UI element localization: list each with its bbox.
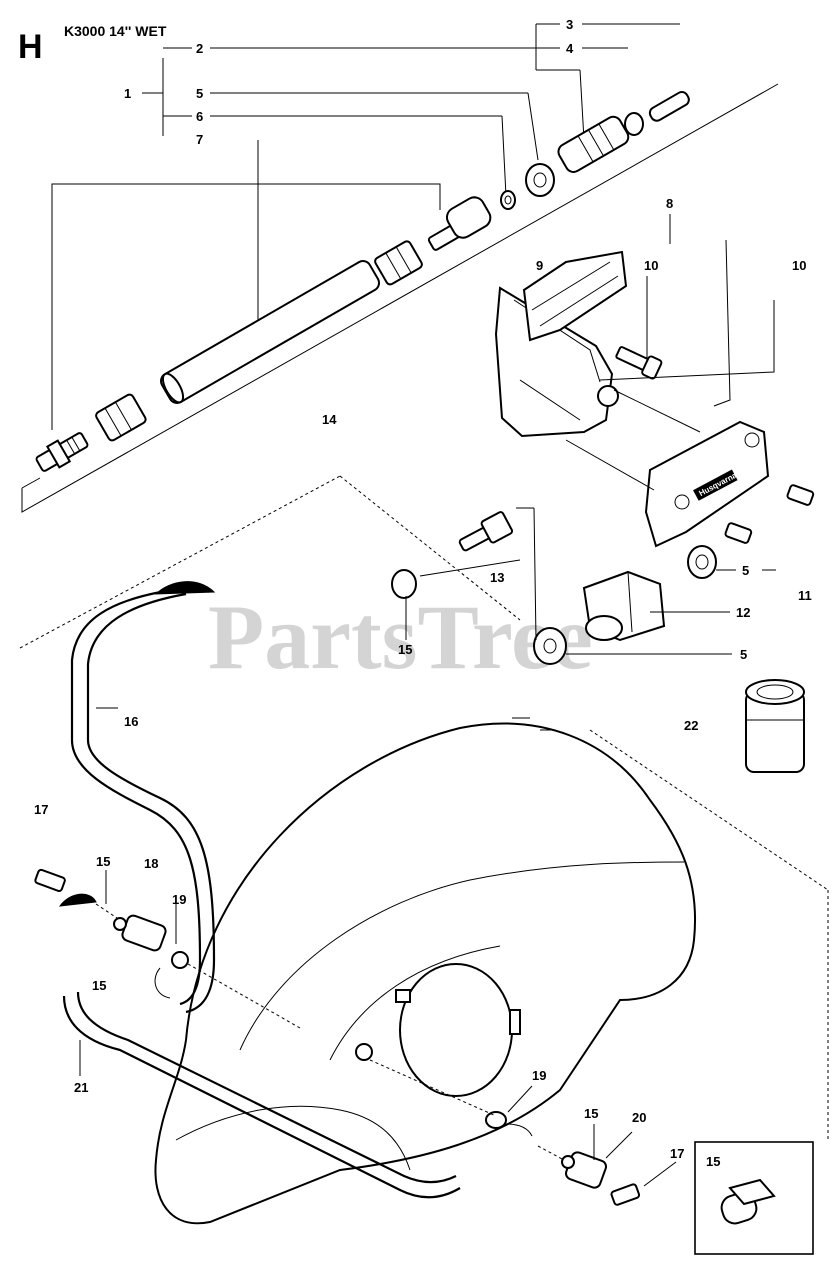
callout-14: 14 [322,412,337,427]
screw-17-left [34,868,66,892]
callout-10-right: 10 [792,258,806,273]
water-hose-16 [70,581,216,1014]
inset-box-15: 15 [694,1141,814,1255]
valve-handle-8 [494,286,619,438]
hose-connector-pin [648,91,690,122]
quick-coupling-22 [745,679,805,773]
callout-19-upper: 19 [172,892,186,907]
fitting-19-lower [485,1111,533,1137]
inset-label: 15 [706,1154,720,1169]
blade-guard [154,722,696,1225]
hose-nipple-right [427,196,492,251]
callout-10-mid: 10 [644,258,658,273]
callout-13: 13 [490,570,504,585]
lower-leader-lines [79,707,677,1187]
valve-body [557,115,630,173]
nipple-13 [458,511,514,552]
top-leader-lines [51,23,680,430]
section-letter: H [18,28,43,66]
plug-15-left [58,893,97,907]
callout-15-left: 15 [96,854,110,869]
screw-17-right [610,1183,641,1206]
small-washer [500,190,516,210]
guard-panel-outline [19,475,829,1140]
water-hose-tube [160,260,380,404]
callout-2: 2 [196,41,203,56]
callout-12: 12 [736,605,750,620]
valve-fitting-20 [561,1151,608,1189]
callout-labels: 1 2 3 4 5 6 7 8 9 10 10 14 13 5 11 12 15… [34,17,812,1161]
callout-19-lower: 19 [532,1068,546,1083]
callout-17-right: 17 [670,1146,684,1161]
hose-nut-right [374,240,423,286]
callout-20: 20 [632,1110,646,1125]
mid-leader-lines [419,507,776,655]
callout-15-lower: 15 [584,1106,598,1121]
callout-3: 3 [566,17,573,32]
callout-11: 11 [798,588,812,603]
upper-hose-panel [21,83,779,513]
callout-22: 22 [684,718,698,733]
callout-16: 16 [124,714,138,729]
o-ring [624,112,644,136]
nozzle-body-12 [582,570,666,642]
callout-4: 4 [566,41,574,56]
callout-5-right: 5 [742,563,749,578]
cover-screw-lower [724,522,753,544]
valve-fitting-18 [113,914,189,999]
washer-5-right [687,545,717,579]
callout-5-top: 5 [196,86,203,101]
washer-5-lower [533,627,567,665]
hose-nut-left [95,393,147,442]
hose-clamp-15 [391,569,417,640]
callout-8: 8 [666,196,673,211]
screw-10 [615,346,663,380]
callout-9: 9 [536,258,543,273]
callout-17-left: 17 [34,802,48,817]
washer-5-top [525,163,555,197]
cover-plate-11: Husqvarna [644,420,770,548]
callout-1: 1 [124,86,131,101]
diagram-title: K3000 14'' WET [64,23,167,39]
water-hose-21 [62,991,461,1199]
cover-screw-upper [786,484,815,506]
handle-leader-lines [565,214,775,491]
callout-15-mid: 15 [92,978,106,993]
callout-21: 21 [74,1080,88,1095]
watermark: PartsTree [208,586,593,688]
callout-18: 18 [144,856,158,871]
callout-5-lower: 5 [740,647,747,662]
nipple-left [35,432,89,472]
callout-6: 6 [196,109,203,124]
callout-15-upper: 15 [398,642,412,657]
valve-lever-9 [522,250,628,342]
callout-7: 7 [196,132,203,147]
